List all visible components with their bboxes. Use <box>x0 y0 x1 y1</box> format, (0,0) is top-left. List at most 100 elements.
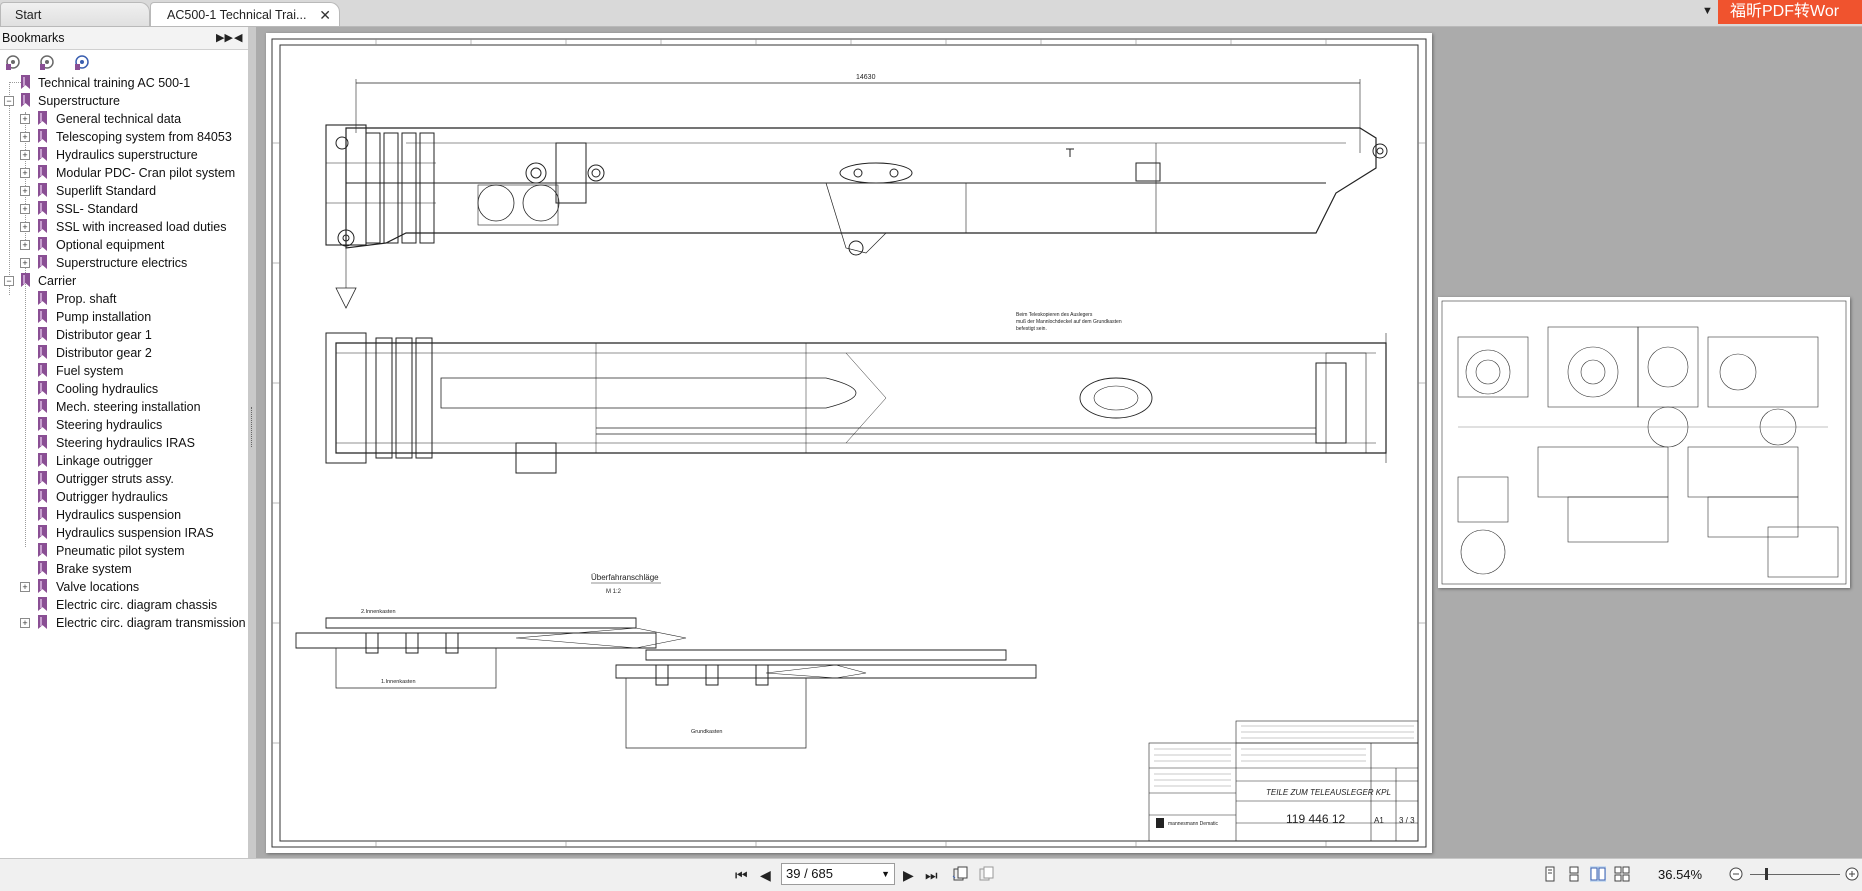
dimension-label: 14630 <box>856 74 876 81</box>
bookmark-item-modular-pdc[interactable]: + Modular PDC- Cran pilot system <box>0 164 248 182</box>
zoom-level[interactable]: 36.54% <box>1658 867 1703 882</box>
expand-icon[interactable]: + <box>20 114 30 124</box>
bookmarks-title: Bookmarks <box>2 31 65 45</box>
bookmark-item-cooling-hydraulics[interactable]: Cooling hydraulics <box>0 380 248 398</box>
bookmark-item-ssl-standard[interactable]: + SSL- Standard <box>0 200 248 218</box>
bookmark-item-hydraulics-suspension[interactable]: Hydraulics suspension <box>0 506 248 524</box>
bookmark-item-superstructure-electrics[interactable]: + Superstructure electrics <box>0 254 248 272</box>
bookmark-item-fuel-system[interactable]: Fuel system <box>0 362 248 380</box>
bookmark-item-brake-system[interactable]: Brake system <box>0 560 248 578</box>
bookmark-item-linkage-outrigger[interactable]: Linkage outrigger <box>0 452 248 470</box>
bookmark-item-superstructure[interactable]: − Superstructure <box>0 92 248 110</box>
bookmark-icon <box>38 579 47 593</box>
expand-panel-icon[interactable]: ▶▶ <box>216 32 233 44</box>
previous-page-icon[interactable]: ◀ <box>760 867 771 883</box>
bookmark-item-steering-hydraulics[interactable]: Steering hydraulics <box>0 416 248 434</box>
bookmark-item-superlift-standard[interactable]: + Superlift Standard <box>0 182 248 200</box>
pdf-page-next[interactable] <box>1438 297 1850 588</box>
collapse-icon[interactable]: − <box>4 276 14 286</box>
zoom-out-icon[interactable] <box>1728 866 1744 882</box>
tab-document[interactable]: AC500-1 Technical Trai... ✕ <box>150 2 340 26</box>
label-grundkasten: Grundkasten <box>691 729 723 735</box>
bookmark-icon <box>21 93 30 107</box>
bookmark-item-telescoping-system[interactable]: + Telescoping system from 84053 <box>0 128 248 146</box>
collapse-icon[interactable]: − <box>4 96 14 106</box>
bookmark-item-distributor-gear-1[interactable]: Distributor gear 1 <box>0 326 248 344</box>
bookmark-icon <box>38 309 47 323</box>
bookmark-icon <box>21 75 30 89</box>
technical-drawing: 14630 Beim Teleskopieren des Auslegers m… <box>271 38 1427 848</box>
bookmark-item-optional-equipment[interactable]: + Optional equipment <box>0 236 248 254</box>
single-page-view-icon[interactable] <box>1542 866 1558 882</box>
bookmark-item-technical-training[interactable]: Technical training AC 500-1 <box>0 74 248 92</box>
expand-icon[interactable]: + <box>20 150 30 160</box>
pdf-page-current[interactable]: 14630 Beim Teleskopieren des Auslegers m… <box>266 33 1432 853</box>
bookmark-item-carrier[interactable]: − Carrier <box>0 272 248 290</box>
expand-icon[interactable]: + <box>20 204 30 214</box>
bookmark-item-pneumatic-pilot[interactable]: Pneumatic pilot system <box>0 542 248 560</box>
bookmark-item-hydraulics-suspension-iras[interactable]: Hydraulics suspension IRAS <box>0 524 248 542</box>
bookmark-icon <box>38 363 47 377</box>
note-text: Beim Teleskopieren des Auslegers muß der… <box>1016 312 1123 332</box>
detail-scale: M 1:2 <box>606 589 622 595</box>
zoom-in-icon[interactable] <box>1844 866 1860 882</box>
bookmark-item-ssl-increased[interactable]: + SSL with increased load duties <box>0 218 248 236</box>
drawing-title: TEILE ZUM TELEAUSLEGER KPL <box>1266 788 1391 797</box>
expand-icon[interactable]: + <box>20 582 30 592</box>
bookmark-expand-icon[interactable] <box>5 54 22 71</box>
bookmark-icon <box>38 129 47 143</box>
tab-start[interactable]: Start <box>0 2 150 26</box>
bookmark-icon <box>38 381 47 395</box>
panel-splitter[interactable] <box>248 27 256 858</box>
expand-icon[interactable]: + <box>20 222 30 232</box>
expand-icon[interactable]: + <box>20 186 30 196</box>
expand-icon[interactable]: + <box>20 618 30 628</box>
bookmark-item-mech-steering[interactable]: Mech. steering installation <box>0 398 248 416</box>
continuous-facing-view-icon[interactable] <box>1614 866 1630 882</box>
bookmark-icon <box>38 435 47 449</box>
continuous-view-icon[interactable] <box>1566 866 1582 882</box>
facing-view-icon[interactable] <box>1590 866 1606 882</box>
bookmark-item-electric-transmission[interactable]: + Electric circ. diagram transmission <box>0 614 248 632</box>
expand-icon[interactable]: + <box>20 240 30 250</box>
bookmark-item-general-technical-data[interactable]: + General technical data <box>0 110 248 128</box>
bookmark-item-outrigger-hydraulics[interactable]: Outrigger hydraulics <box>0 488 248 506</box>
tab-list-dropdown-icon[interactable]: ▼ <box>1702 5 1713 17</box>
promo-banner[interactable]: 福昕PDF转Wor <box>1718 0 1862 24</box>
bookmark-find-icon[interactable] <box>74 54 91 71</box>
last-page-icon[interactable]: ⏭ <box>925 867 938 883</box>
bookmark-icon <box>38 183 47 197</box>
tab-bar: Start AC500-1 Technical Trai... ✕ ▼ 福昕PD… <box>0 0 1862 27</box>
bookmark-icon <box>38 453 47 467</box>
collapse-panel-icon[interactable]: ◀ <box>234 32 243 44</box>
bookmark-icon <box>38 345 47 359</box>
bookmark-icon <box>38 525 47 539</box>
bookmark-item-pump-installation[interactable]: Pump installation <box>0 308 248 326</box>
bookmark-icon <box>38 201 47 215</box>
next-page-icon[interactable]: ▶ <box>903 867 914 883</box>
bookmark-item-distributor-gear-2[interactable]: Distributor gear 2 <box>0 344 248 362</box>
page-number-field[interactable]: 39 / 685 ▼ <box>781 863 895 885</box>
zoom-slider[interactable] <box>1750 874 1840 875</box>
bookmark-item-outrigger-struts[interactable]: Outrigger struts assy. <box>0 470 248 488</box>
bookmark-collapse-icon[interactable] <box>39 54 56 71</box>
next-view-icon[interactable] <box>978 866 994 882</box>
bookmark-icon <box>38 255 47 269</box>
zoom-slider-handle[interactable] <box>1765 868 1768 880</box>
bookmark-item-electric-chassis[interactable]: Electric circ. diagram chassis <box>0 596 248 614</box>
expand-icon[interactable]: + <box>20 132 30 142</box>
first-page-icon[interactable]: ⏮ <box>735 867 748 883</box>
previous-view-icon[interactable] <box>952 866 968 882</box>
bookmark-item-prop-shaft[interactable]: Prop. shaft <box>0 290 248 308</box>
expand-icon[interactable]: + <box>20 258 30 268</box>
bookmark-item-valve-locations[interactable]: + Valve locations <box>0 578 248 596</box>
drawing-sheet: 3 / 3 <box>1399 816 1415 825</box>
chevron-down-icon[interactable]: ▼ <box>881 869 890 879</box>
close-icon[interactable]: ✕ <box>319 7 331 23</box>
bookmarks-panel: Bookmarks ▶▶ ◀ Technical training AC 500… <box>0 27 249 858</box>
label-innenkasten-1: 1.Innenkasten <box>381 679 416 685</box>
bookmark-icon <box>21 273 30 287</box>
expand-icon[interactable]: + <box>20 168 30 178</box>
bookmark-item-hydraulics-superstructure[interactable]: + Hydraulics superstructure <box>0 146 248 164</box>
bookmark-item-steering-hydraulics-iras[interactable]: Steering hydraulics IRAS <box>0 434 248 452</box>
